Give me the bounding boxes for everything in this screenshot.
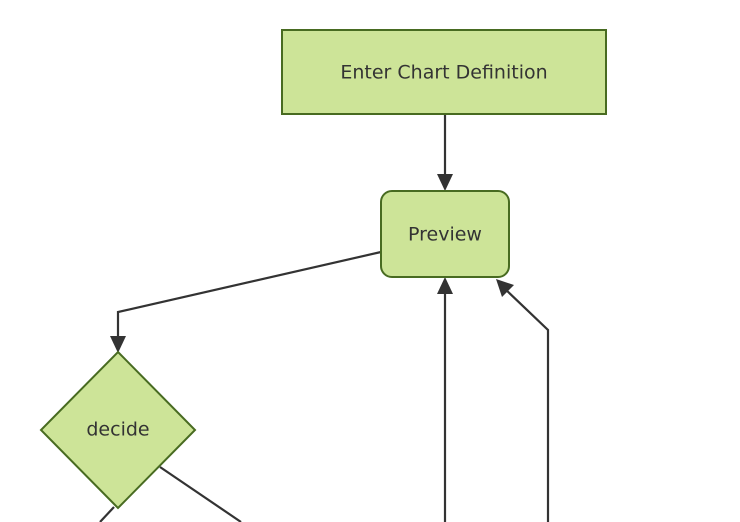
node-preview-label: Preview: [408, 224, 482, 246]
arrow-head-bottom-left-to-preview: [437, 277, 453, 294]
node-enter-chart-definition[interactable]: Enter Chart Definition: [281, 29, 607, 115]
edge-decide-right-out: [159, 466, 242, 522]
node-enter-chart-definition-label: Enter Chart Definition: [340, 62, 547, 84]
node-enter-chart-definition-shape[interactable]: [281, 29, 607, 115]
edge-layer: [99, 114, 550, 522]
edge-preview-to-decide: [116, 250, 382, 344]
edge-bottom-right-to-preview: [503, 287, 550, 522]
arrow-head-preview-to-decide: [110, 336, 126, 353]
node-decide[interactable]: decide: [39, 350, 197, 510]
arrow-head-bottom-right-to-preview: [496, 279, 514, 297]
node-decide-label: decide: [86, 419, 149, 441]
node-preview-shape[interactable]: [380, 190, 510, 278]
edge-decide-bottom-out: [99, 506, 115, 522]
node-layer: Enter Chart Definition Preview decide: [39, 29, 607, 510]
node-preview[interactable]: Preview: [380, 190, 510, 278]
arrow-head-enter-to-preview: [437, 174, 453, 191]
node-decide-shape[interactable]: [39, 350, 197, 510]
